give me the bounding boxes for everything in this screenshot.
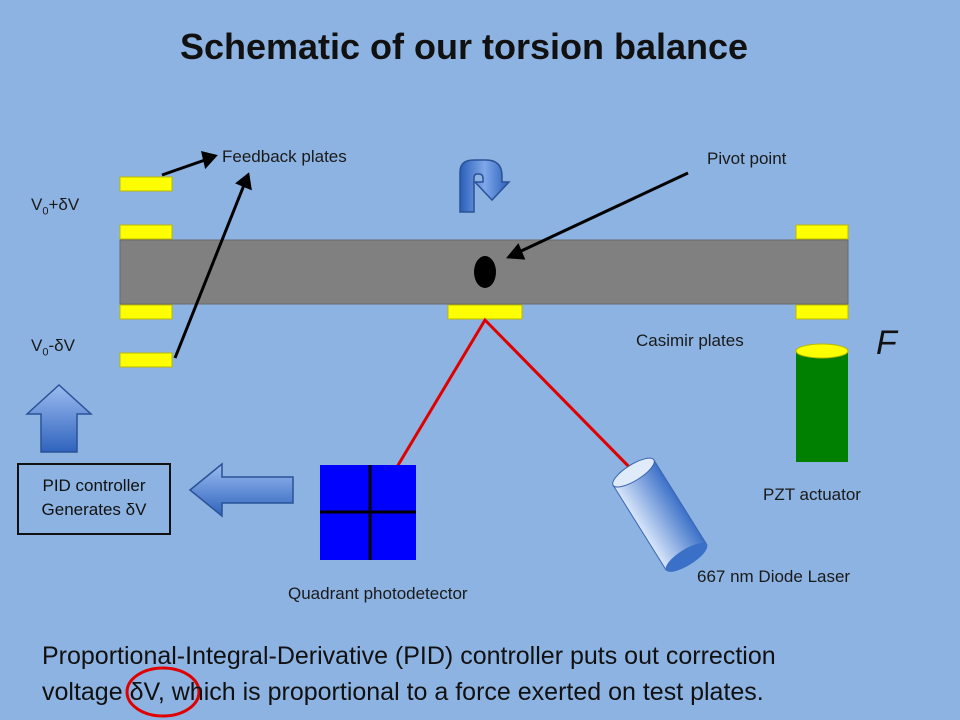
feedback-pointer-arrows — [161, 150, 252, 359]
pivot-point-dot — [474, 256, 496, 288]
quadrant-photodetector-label: Quadrant photodetector — [288, 584, 468, 603]
casimir-plate-bottom — [795, 304, 849, 320]
feedback-plate-bottom-inner — [119, 304, 173, 320]
left-arrow-icon — [188, 462, 294, 518]
pid-controller-line2: Generates δV — [41, 500, 147, 519]
caption-line1: Proportional-Integral-Derivative (PID) c… — [42, 642, 776, 670]
diode-laser — [612, 457, 708, 572]
casimir-plates-label: Casimir plates — [636, 331, 744, 350]
page-title: Schematic of our torsion balance — [179, 26, 749, 67]
v-plus-label: V0+δV — [31, 195, 80, 218]
caption-text: Proportional-Integral-Derivative (PID) c… — [42, 638, 942, 710]
force-label: F — [876, 324, 897, 362]
caption-line2: voltage δV, which is proportional to a f… — [42, 678, 764, 706]
circled-dv-highlight — [125, 666, 201, 718]
pid-controller-line1: PID controller — [42, 476, 146, 495]
diode-laser-label: 667 nm Diode Laser — [697, 567, 851, 586]
mirror-plate — [447, 304, 523, 320]
laser-beam — [368, 317, 642, 513]
pzt-actuator-body — [796, 350, 848, 462]
feedback-plates-label: Feedback plates — [222, 147, 347, 166]
casimir-plate-top — [795, 224, 849, 240]
rotation-arrow-icon — [459, 159, 511, 213]
feedback-plate-top-inner — [119, 224, 173, 240]
up-arrow-icon — [25, 383, 93, 453]
feedback-plate-bottom-outer — [119, 352, 173, 368]
pivot-pointer-arrow — [506, 171, 689, 260]
feedback-plate-top-outer — [119, 176, 173, 192]
pzt-actuator-top — [795, 343, 849, 359]
caption-circled-dv: δV — [129, 678, 158, 706]
pivot-point-label: Pivot point — [707, 149, 787, 168]
pzt-actuator-label: PZT actuator — [763, 485, 861, 504]
pid-controller-box: PID controller Generates δV — [17, 463, 171, 535]
v-minus-label: V0-δV — [31, 336, 75, 359]
